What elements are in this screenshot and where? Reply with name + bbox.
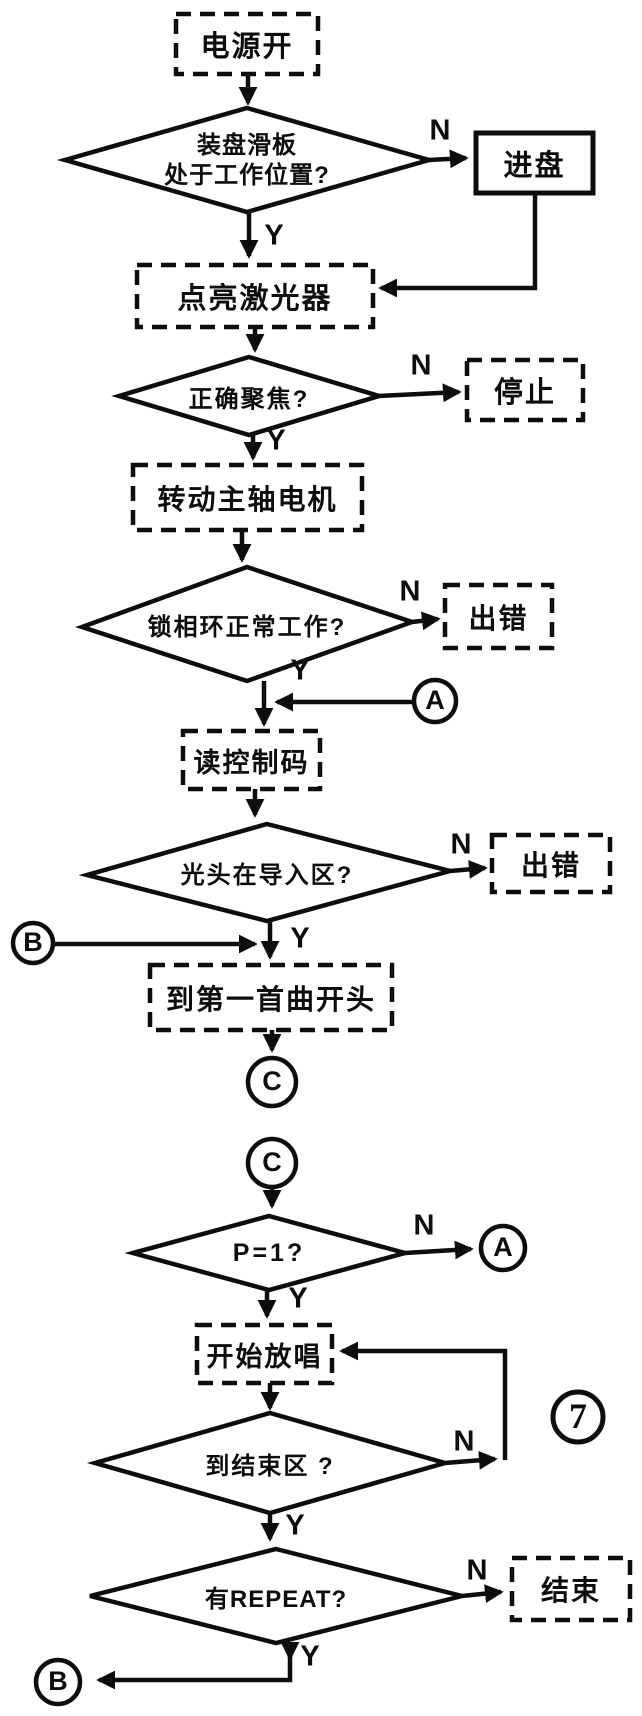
decision-end-area bbox=[86, 1410, 454, 1516]
error-2-box-label: 出错 bbox=[520, 849, 581, 881]
error-1-box-label: 出错 bbox=[468, 602, 529, 634]
pll-no-label: N bbox=[399, 575, 421, 608]
load-disc-box-label: 进盘 bbox=[503, 150, 566, 182]
connector-b-2 bbox=[33, 1657, 83, 1707]
connector-c-1-label: C bbox=[262, 1065, 282, 1096]
decision-focus bbox=[111, 354, 387, 438]
lead-in-question: 光头在导入区? bbox=[180, 862, 354, 889]
edge-loop-to-playback bbox=[339, 1341, 508, 1460]
box-goto-first-track bbox=[147, 962, 395, 1033]
figure-number-circle bbox=[550, 1389, 606, 1445]
box-load-disc bbox=[473, 130, 596, 196]
repeat-yes-label: Y bbox=[300, 1640, 320, 1673]
repeat-question: 有REPEAT? bbox=[204, 1586, 348, 1613]
connector-b-1-label: B bbox=[23, 926, 43, 957]
connector-c-2-label: C bbox=[262, 1146, 282, 1177]
lead-in-yes-label: Y bbox=[290, 922, 310, 955]
box-spindle-motor bbox=[130, 462, 365, 533]
power-on-box-label: 电源开 bbox=[200, 31, 294, 63]
tray-yes-label: Y bbox=[264, 219, 284, 252]
end-box-label: 结束 bbox=[540, 1575, 601, 1606]
box-error-2 bbox=[489, 832, 613, 895]
focus-yes-label: Y bbox=[266, 424, 286, 457]
end-area-question: 到结束区 ? bbox=[205, 1453, 335, 1480]
focus-question: 正确聚焦? bbox=[188, 386, 310, 413]
tray-position-question-line1: 装盘滑板 bbox=[197, 132, 297, 159]
start-playback-box-label: 开始放唱 bbox=[206, 1341, 323, 1372]
read-control-code-box-label: 读控制码 bbox=[193, 747, 310, 778]
tray-position-question: 装盘滑板 处于工作位置? bbox=[127, 130, 367, 192]
box-end bbox=[509, 1555, 633, 1623]
decision-lead-in bbox=[78, 821, 459, 924]
edge-focus-q-no bbox=[378, 383, 462, 403]
end-area-no-label: N bbox=[453, 1425, 475, 1458]
connector-a-2 bbox=[478, 1223, 528, 1273]
edge-endarea-q-no bbox=[444, 1450, 498, 1470]
pll-yes-label: Y bbox=[290, 654, 310, 687]
focus-no-label: N bbox=[410, 349, 432, 382]
connector-a-1 bbox=[411, 677, 459, 725]
edge-p-q-no bbox=[404, 1240, 474, 1260]
edge-repeat-q-yes-to-b bbox=[96, 1643, 293, 1690]
connector-c-2 bbox=[245, 1136, 299, 1190]
decision-repeat bbox=[89, 1546, 463, 1646]
figure-number-label: 7 bbox=[569, 1396, 587, 1437]
box-error-1 bbox=[442, 582, 555, 651]
spindle-motor-box-label: 转动主轴电机 bbox=[157, 483, 338, 515]
decision-pll bbox=[75, 564, 419, 684]
box-start-playback bbox=[194, 1322, 335, 1386]
edge-repeat-q-no bbox=[461, 1584, 504, 1604]
end-area-yes-label: Y bbox=[285, 1509, 305, 1542]
connector-b-1 bbox=[10, 920, 56, 966]
connector-a-2-label: A bbox=[493, 1231, 513, 1262]
goto-first-track-box-label: 到第一首曲开头 bbox=[165, 983, 376, 1015]
connector-a-1-label: A bbox=[425, 684, 445, 715]
p-equals-1-question: P=1? bbox=[232, 1239, 306, 1267]
decision-tray-position bbox=[56, 105, 438, 215]
connector-c-1 bbox=[245, 1055, 299, 1109]
stop-box-label: 停止 bbox=[493, 377, 556, 409]
repeat-no-label: N bbox=[466, 1554, 488, 1587]
box-read-control-code bbox=[180, 728, 323, 792]
connector-b-2-label: B bbox=[48, 1665, 68, 1696]
box-stop bbox=[464, 357, 586, 423]
lead-in-no-label: N bbox=[450, 828, 472, 861]
decision-p-equals-1 bbox=[124, 1213, 414, 1293]
p-yes-label: Y bbox=[288, 1282, 308, 1315]
tray-position-question-line2: 处于工作位置? bbox=[164, 162, 330, 189]
edge-loaddisc-to-laser bbox=[378, 193, 538, 298]
box-laser-on bbox=[134, 262, 376, 330]
pll-question: 锁相环正常工作? bbox=[147, 614, 347, 641]
box-power-on bbox=[173, 11, 321, 77]
p-no-label: N bbox=[413, 1209, 435, 1242]
laser-on-box-label: 点亮激光器 bbox=[177, 283, 333, 315]
tray-no-label: N bbox=[429, 114, 451, 147]
